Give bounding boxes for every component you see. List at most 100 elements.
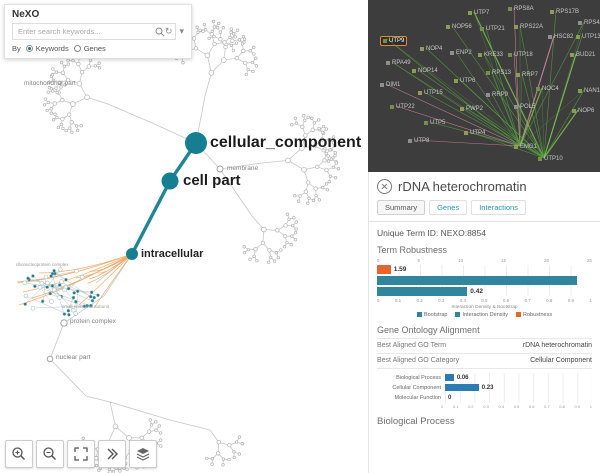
- zoom-in-icon: [12, 447, 26, 461]
- ontology-tree-canvas[interactable]: [0, 0, 368, 473]
- gene-node-dot: [514, 145, 518, 149]
- term-title: rDNA heterochromatin: [398, 179, 527, 194]
- radio-genes-label: Genes: [83, 44, 106, 53]
- gene-node-dot: [408, 139, 412, 143]
- gene-node-rps13[interactable]: RPS13: [486, 70, 511, 76]
- gene-node-nop14[interactable]: NOP14: [412, 68, 438, 74]
- gene-node-dot: [468, 11, 472, 15]
- gene-node-utp9[interactable]: UTP9: [380, 36, 408, 46]
- axis-tick: 0.3: [483, 403, 489, 409]
- gene-node-enp2[interactable]: ENP2: [450, 50, 472, 56]
- tab-interactions[interactable]: Interactions: [471, 200, 526, 215]
- axis-tick: 0.9: [567, 298, 574, 304]
- node-label-mitochondrial-part[interactable]: mitochondrial part: [24, 80, 76, 87]
- gene-node-nan1[interactable]: NAN1: [578, 88, 600, 94]
- fit-to-screen-button[interactable]: [67, 440, 95, 468]
- gene-node-dot: [486, 93, 490, 97]
- gene-node-utp15[interactable]: UTP15: [418, 90, 443, 96]
- gene-node-utp6[interactable]: UTP6: [454, 78, 475, 84]
- reset-search-icon[interactable]: ↻: [164, 26, 173, 36]
- gene-node-label: UTP6: [460, 78, 476, 84]
- layers-button[interactable]: [129, 440, 157, 468]
- gene-node-dot: [386, 61, 390, 65]
- gene-node-rps8a[interactable]: RPS8A: [508, 6, 534, 12]
- gene-node-utp5[interactable]: UTP5: [424, 120, 445, 126]
- gene-node-utp21[interactable]: UTP21: [480, 26, 505, 32]
- gene-node-dot: [420, 47, 424, 51]
- gene-node-dot: [418, 91, 422, 95]
- go-chart-track: 0.06: [445, 372, 592, 383]
- chevron-down-icon[interactable]: ▾: [179, 26, 184, 36]
- gene-node-dot: [424, 121, 428, 125]
- fit-selection-button[interactable]: [98, 440, 126, 468]
- gene-node-dot: [550, 10, 554, 14]
- axis-tick: 0.2: [416, 298, 423, 304]
- gene-node-label: BUD21: [576, 52, 596, 58]
- gene-node-nop6[interactable]: NOP6: [572, 108, 594, 114]
- gene-node-label: DIM1: [386, 82, 401, 88]
- gene-node-dot: [514, 25, 518, 29]
- node-label-cell-part[interactable]: cell part: [183, 172, 241, 189]
- gene-node-hsc82[interactable]: HSC82: [548, 34, 573, 40]
- node-label-nuclear-part[interactable]: nuclear part: [56, 354, 91, 361]
- node-label-cellular-component[interactable]: cellular_component: [210, 134, 362, 151]
- gene-node-rrp9[interactable]: RRP9: [486, 92, 508, 98]
- gene-node-label: UTP18: [514, 52, 533, 58]
- gene-node-label: POL5: [520, 104, 536, 110]
- fit-to-screen-icon: [74, 447, 88, 461]
- gene-node-utp22[interactable]: UTP22: [390, 104, 415, 110]
- gene-node-rps22a[interactable]: RPS22A: [514, 24, 543, 30]
- gene-node-utp7[interactable]: UTP7: [468, 10, 489, 16]
- node-label-intracellular[interactable]: intracellular: [141, 248, 204, 260]
- gene-node-dim1[interactable]: DIM1: [380, 82, 400, 88]
- gene-node-dot: [538, 157, 542, 161]
- gene-node-label: UTP13: [582, 34, 600, 40]
- node-label-membrane[interactable]: membrane: [227, 165, 259, 172]
- gene-node-bud21[interactable]: BUD21: [570, 52, 595, 58]
- search-input[interactable]: [16, 26, 155, 37]
- gene-node-rpa49[interactable]: RPA49: [386, 60, 411, 66]
- radio-genes[interactable]: Genes: [73, 44, 106, 53]
- gene-node-kre33[interactable]: KRE33: [478, 52, 503, 58]
- radio-keywords[interactable]: Keywords: [25, 44, 69, 53]
- gene-node-utp18[interactable]: UTP18: [508, 52, 533, 58]
- gene-node-noc4[interactable]: NOC4: [536, 86, 559, 92]
- gene-node-nop56[interactable]: NOP56: [446, 24, 472, 30]
- gene-node-emg1[interactable]: EMG1: [514, 144, 537, 150]
- zoom-in-button[interactable]: [5, 440, 33, 468]
- gene-node-utp4[interactable]: UTP4: [464, 130, 485, 136]
- search-icon[interactable]: [155, 27, 165, 37]
- gene-node-utp10[interactable]: UTP10: [538, 156, 563, 162]
- zoom-out-button[interactable]: [36, 440, 64, 468]
- node-label-protein-complex[interactable]: protein complex: [70, 318, 116, 325]
- gene-node-pol5[interactable]: POL5: [514, 104, 535, 110]
- tab-summary[interactable]: Summary: [377, 200, 426, 215]
- gene-node-rrp7[interactable]: RRP7: [516, 72, 538, 78]
- go-alignment-section-title: Gene Ontology Alignment: [377, 324, 480, 335]
- gene-node-dot: [536, 87, 540, 91]
- node-label-cluster-b[interactable]: small ribosomal subunit: [62, 304, 110, 309]
- node-label-cluster-a[interactable]: ribonucleoprotein complex: [16, 262, 69, 267]
- gene-node-label: RPS13: [492, 70, 512, 76]
- gene-network-panel[interactable]: UTP7 RPS8A RPS17B RPS4A NOP56 UTP21 RPS22A HSC8…: [368, 0, 600, 172]
- robustness-bars: 1.59 0.42: [377, 265, 592, 297]
- axis-tick: 0.8: [546, 298, 553, 304]
- tab-genes[interactable]: Genes: [429, 200, 468, 215]
- gene-node-rps17b[interactable]: RPS17B: [550, 9, 579, 15]
- robustness-value: 1.59: [393, 266, 407, 274]
- gene-node-nop4[interactable]: NOP4: [420, 46, 442, 52]
- gene-node-utp8[interactable]: UTP8: [408, 138, 429, 144]
- close-icon[interactable]: [377, 179, 392, 194]
- gene-node-label: UTP4: [470, 130, 486, 136]
- gene-node-dot: [516, 73, 520, 77]
- gene-node-rps4a[interactable]: RPS4A: [578, 20, 600, 26]
- axis-tick: 0: [377, 258, 380, 263]
- legend-item-robustness: Robustness: [516, 312, 552, 318]
- go-table-key: Best Aligned GO Term: [377, 342, 447, 350]
- gene-node-pwp2[interactable]: PWP2: [460, 106, 483, 112]
- gene-node-utp13[interactable]: UTP13: [576, 34, 600, 40]
